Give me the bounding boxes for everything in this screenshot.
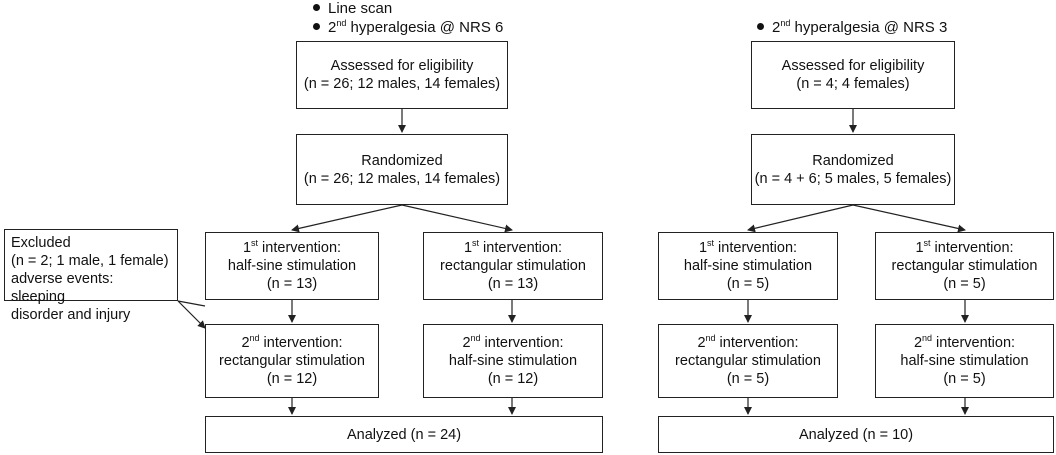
right-arm-a-first-intervention-box: 1st intervention: half-sine stimulation … <box>658 232 838 300</box>
arrow-left-excluded-to-arm-a-2 <box>177 300 206 329</box>
connector-left-excluded <box>177 300 206 307</box>
arrow-left-randomized-to-arm-b <box>401 204 513 233</box>
right-randomized-box: Randomized (n = 4 + 6; 5 males, 5 female… <box>751 134 955 205</box>
bullet-hyperalgesia-nrs3: 2nd hyperalgesia @ NRS 3 <box>757 19 947 37</box>
right-arm-a-second-intervention-box: 2nd intervention: rectangular stimulatio… <box>658 324 838 398</box>
arrow-right-randomized-to-arm-b <box>852 204 966 233</box>
arrow-left-randomized-to-arm-a <box>291 204 403 233</box>
left-randomized-box: Randomized (n = 26; 12 males, 14 females… <box>296 134 508 205</box>
right-assessed-box: Assessed for eligibility (n = 4; 4 femal… <box>751 41 955 109</box>
left-arm-b-second-intervention-box: 2nd intervention: half-sine stimulation … <box>423 324 603 398</box>
right-analyzed-box: Analyzed (n = 10) <box>658 416 1054 453</box>
bullet-hyperalgesia-nrs6: 2nd hyperalgesia @ NRS 6 <box>313 19 503 37</box>
left-arm-a-second-intervention-box: 2nd intervention: rectangular stimulatio… <box>205 324 379 398</box>
left-arm-a-first-intervention-box: 1st intervention: half-sine stimulation … <box>205 232 379 300</box>
right-arm-b-first-intervention-box: 1st intervention: rectangular stimulatio… <box>875 232 1054 300</box>
right-arm-b-second-intervention-box: 2nd intervention: half-sine stimulation … <box>875 324 1054 398</box>
left-assessed-box: Assessed for eligibility (n = 26; 12 mal… <box>296 41 508 109</box>
bullet-dot-icon <box>757 22 764 30</box>
left-arm-b-first-intervention-box: 1st intervention: rectangular stimulatio… <box>423 232 603 300</box>
left-analyzed-box: Analyzed (n = 24) <box>205 416 603 453</box>
bullet-dot-icon <box>313 3 320 11</box>
bullet-line-scan: Line scan <box>313 0 392 18</box>
left-excluded-box: Excluded (n = 2; 1 male, 1 female) adver… <box>4 229 178 323</box>
arrow-right-randomized-to-arm-a <box>747 204 854 233</box>
bullet-dot-icon <box>313 22 320 30</box>
